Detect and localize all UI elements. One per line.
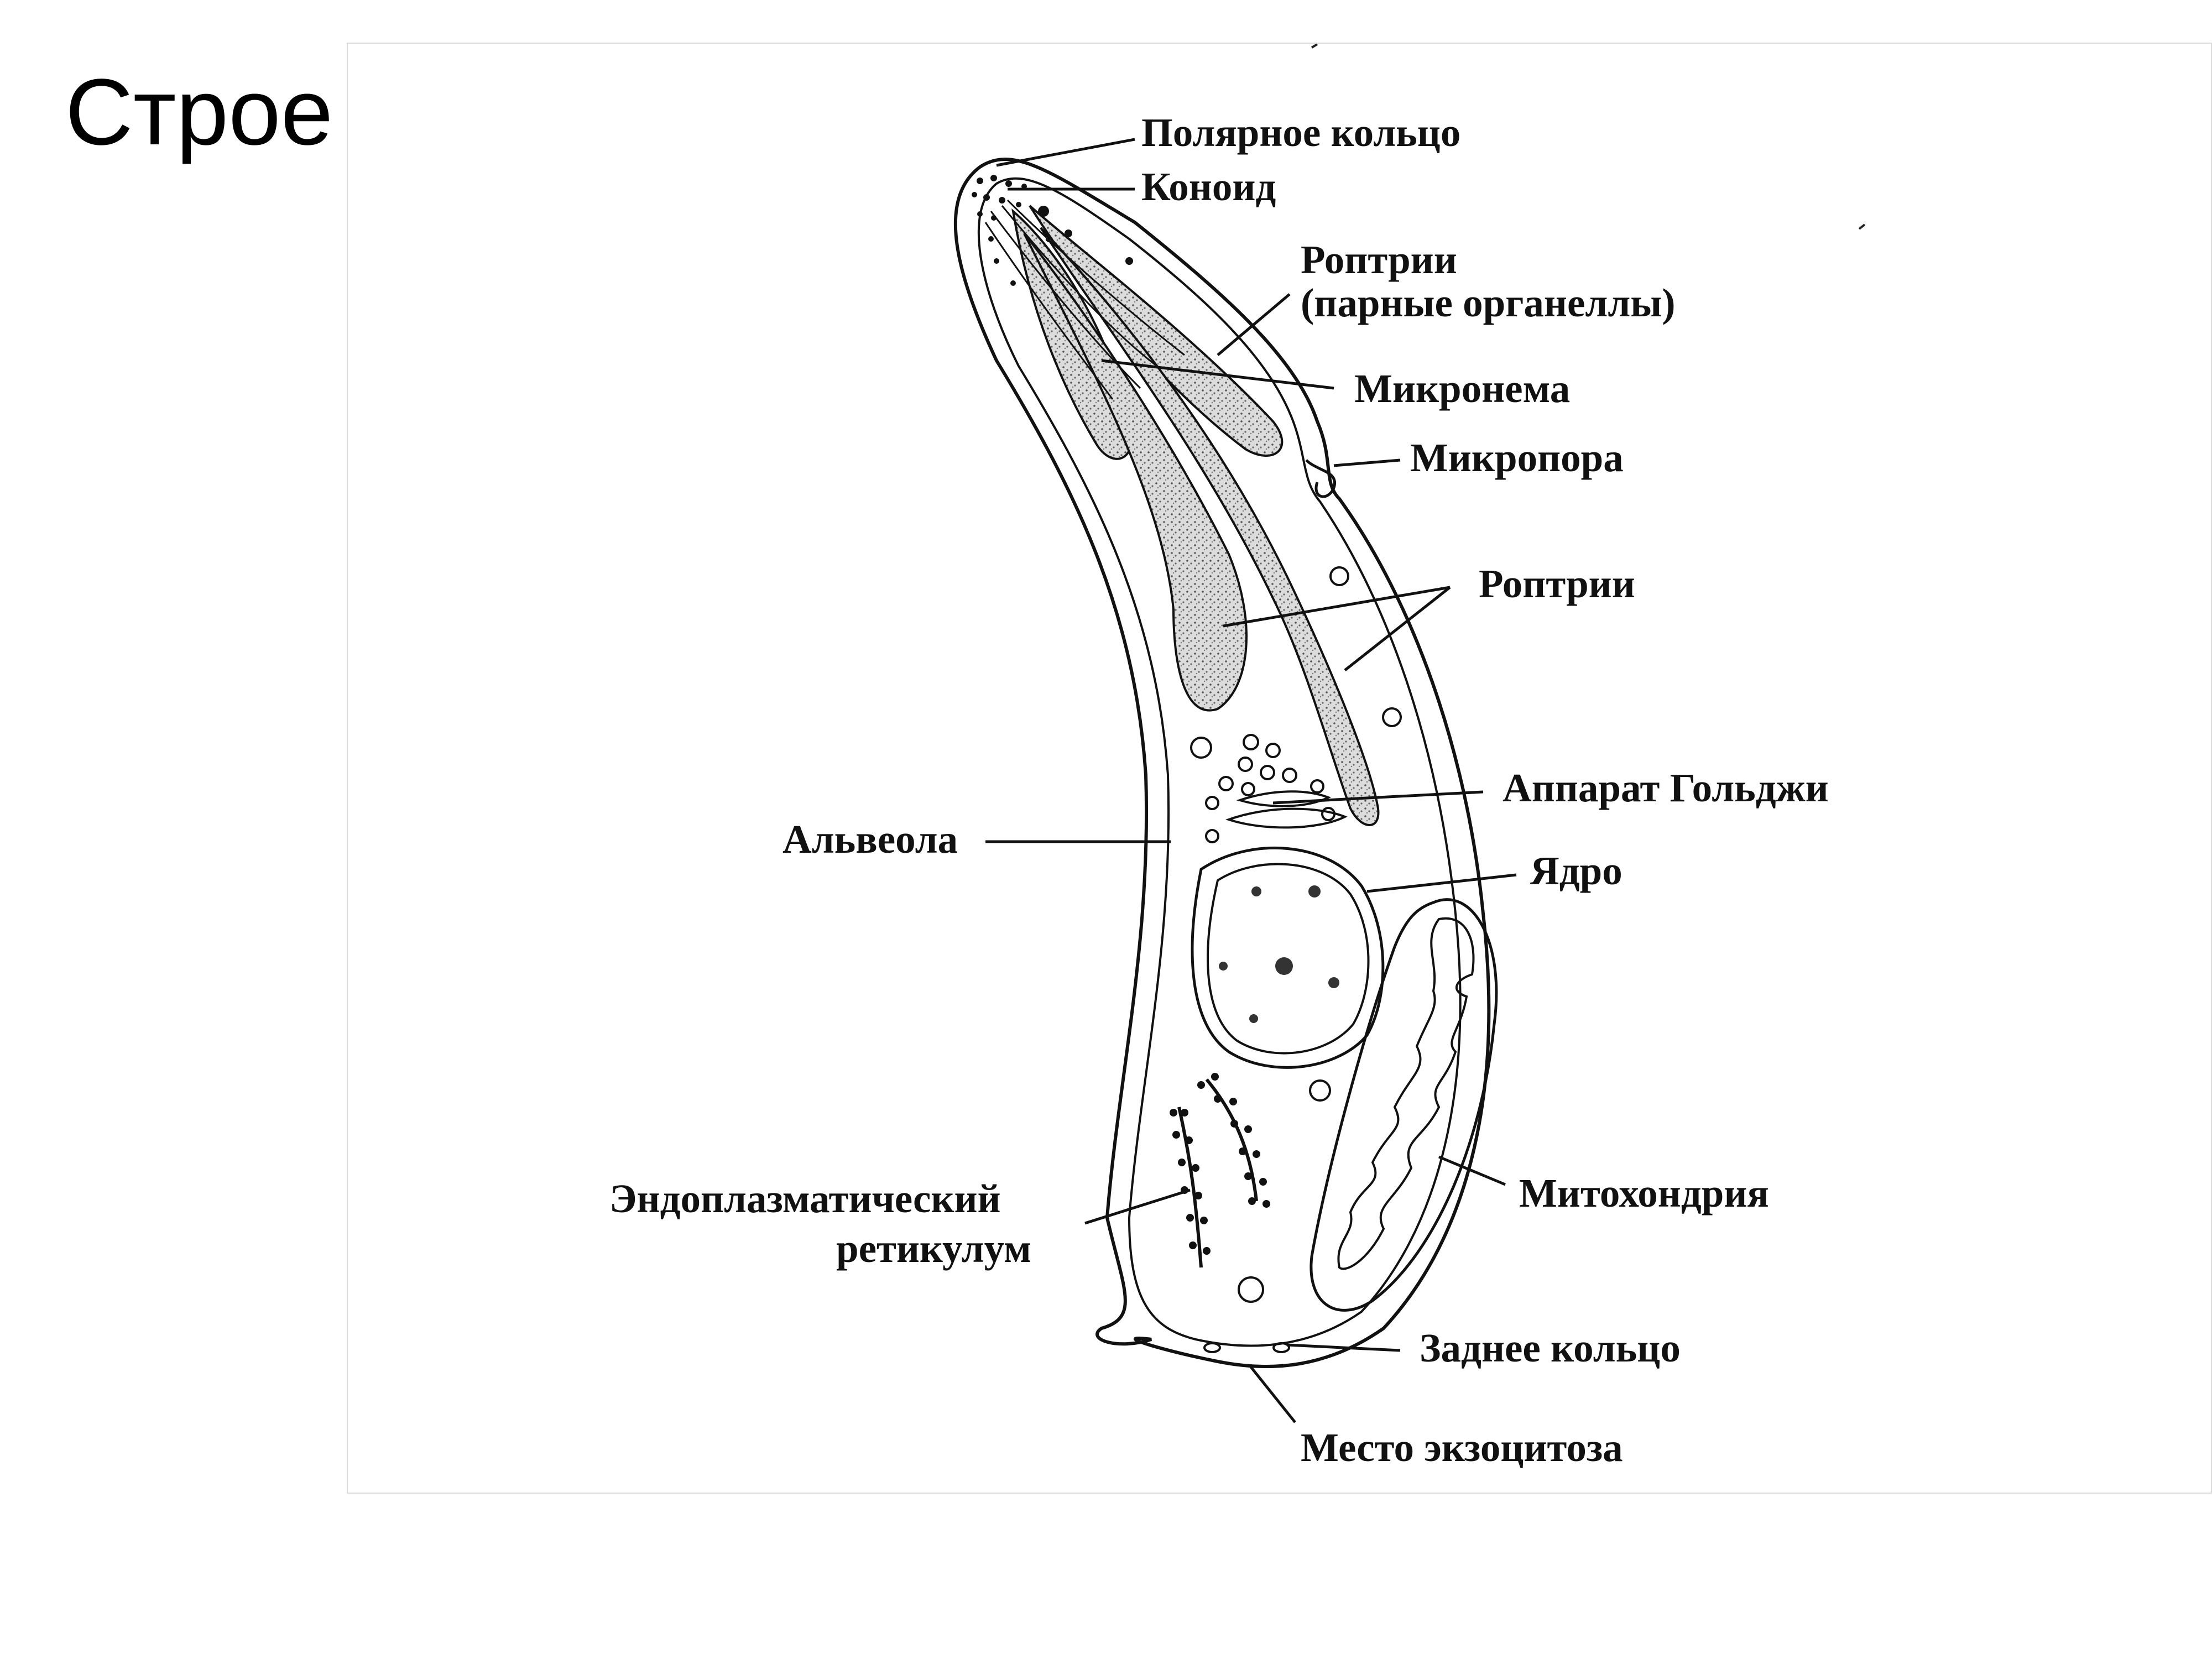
label-micropore: Микропора: [1410, 435, 1624, 480]
rhoptry-long-left: [1023, 232, 1248, 712]
cell-inner-membrane: [977, 177, 1462, 1347]
label-exocytosis-site: Место экзоцитоза: [1301, 1425, 1623, 1470]
endoplasmic-reticulum: [1170, 1073, 1270, 1268]
label-nucleus: Ядро: [1530, 848, 1623, 893]
label-conoid: Коноид: [1141, 164, 1276, 209]
cell-outer-membrane: [953, 158, 1491, 1369]
label-microneme: Микронема: [1354, 366, 1570, 411]
diagram-figure: Полярное кольцо Коноид Роптрии (парные о…: [347, 43, 2212, 1494]
mitochondrion: [1310, 898, 1498, 1312]
micronemes: [984, 199, 1185, 400]
apicomplexan-cell-diagram: Полярное кольцо Коноид Роптрии (парные о…: [609, 44, 1866, 1470]
label-alveola: Альвеола: [782, 817, 958, 862]
nucleus: [1191, 846, 1385, 1069]
leader-lines: [985, 138, 1517, 1423]
label-rhoptries-paired-2: (парные органеллы): [1301, 280, 1676, 325]
label-rhoptries-paired-1: Роптрии: [1301, 237, 1457, 282]
slide-title: Строе: [65, 60, 333, 165]
label-rhoptries: Роптрии: [1479, 561, 1635, 606]
micropore: [1305, 459, 1337, 498]
label-er-2: ретикулум: [836, 1226, 1031, 1271]
label-mitochondrion: Митохондрия: [1519, 1171, 1769, 1215]
vesicles: [1190, 566, 1402, 1303]
label-er-1: Эндоплазматический: [609, 1176, 1001, 1221]
label-golgi: Аппарат Гольджи: [1503, 765, 1829, 810]
golgi-apparatus: [1225, 790, 1348, 829]
rhoptry-paired-left: [1011, 208, 1133, 460]
scan-specks: [1311, 44, 1866, 230]
label-polar-ring: Полярное кольцо: [1141, 110, 1460, 155]
label-posterior-ring: Заднее кольцо: [1420, 1326, 1681, 1370]
posterior-ring: [1203, 1342, 1290, 1353]
rhoptry-long-right: [1040, 227, 1380, 826]
